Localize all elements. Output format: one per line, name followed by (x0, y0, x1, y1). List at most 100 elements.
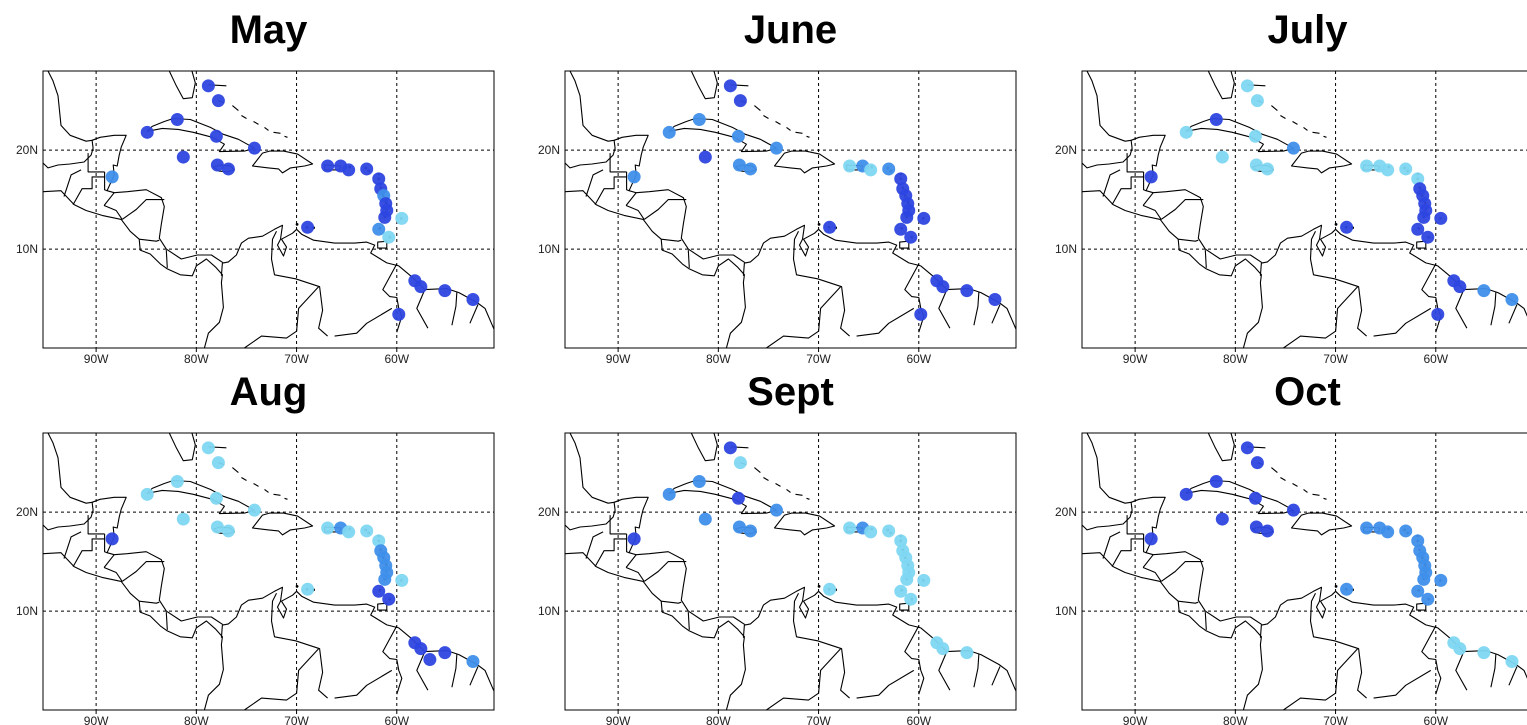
station-marker (723, 79, 737, 93)
station-marker (1340, 582, 1354, 596)
station-marker (743, 162, 757, 176)
station-marker (1248, 491, 1262, 505)
station-marker (627, 532, 641, 546)
lat-tick-label: 20N (1055, 505, 1077, 519)
station-marker (1248, 129, 1262, 143)
station-marker (627, 170, 641, 184)
station-marker (1505, 655, 1519, 669)
country-border (451, 653, 458, 688)
station-marker (914, 307, 928, 321)
station-marker (1421, 230, 1435, 244)
coast-florida (1207, 71, 1235, 100)
station-marker (1340, 220, 1354, 234)
lon-tick-label: 90W (606, 714, 631, 725)
island (1292, 121, 1298, 125)
station-marker (692, 112, 706, 126)
island (1292, 483, 1298, 487)
country-border (334, 669, 393, 699)
lon-tick-label: 90W (606, 352, 631, 366)
station-marker (414, 280, 428, 294)
country-border (991, 304, 1001, 324)
island (253, 121, 259, 125)
ocean-background (565, 71, 1016, 348)
lat-tick-label: 20N (1055, 143, 1077, 157)
coast-mainland (1082, 71, 1133, 169)
country-border (792, 593, 850, 699)
island (775, 483, 781, 487)
station-markers (627, 441, 974, 660)
country-border (1490, 653, 1497, 688)
station-marker (894, 172, 908, 186)
country-border (1259, 262, 1262, 276)
station-marker (988, 293, 1002, 307)
country-border (1178, 600, 1199, 604)
station-marker (1417, 210, 1431, 224)
station-marker (372, 534, 386, 548)
country-border (1143, 533, 1147, 554)
country-border (625, 192, 637, 206)
country-border (104, 171, 108, 192)
country-border (121, 199, 165, 220)
island (232, 105, 239, 112)
map-frame (42, 70, 495, 349)
panel-title-aug: Aug (230, 370, 308, 414)
coast-hispaniola (1290, 512, 1353, 536)
station-marker (176, 512, 190, 526)
island (264, 126, 269, 131)
country-border (270, 593, 328, 699)
station-marker (731, 129, 745, 143)
station-marker (1453, 642, 1467, 656)
ocean-background (565, 433, 1016, 710)
country-border (643, 199, 687, 220)
station-marker (211, 94, 225, 108)
lon-tick-label: 60W (1423, 714, 1448, 725)
island (1280, 115, 1286, 119)
country-border (1111, 176, 1144, 205)
country-border (63, 531, 82, 559)
station-marker (1505, 293, 1519, 307)
country-border (856, 307, 915, 337)
country-border (1373, 307, 1432, 337)
map-frame (1081, 432, 1527, 711)
station-marker (823, 582, 837, 596)
coast-florida (168, 433, 196, 462)
country-border (270, 231, 328, 337)
station-marker (1477, 646, 1491, 660)
station-marker (960, 284, 974, 298)
coast-mainland (43, 71, 94, 169)
station-marker (201, 79, 215, 93)
country-border (1126, 515, 1144, 535)
lon-tick-label: 70W (284, 352, 309, 366)
coast-mainland (565, 71, 616, 169)
panel-title-may: May (230, 8, 309, 52)
station-marker (1399, 162, 1413, 176)
country-border (661, 600, 682, 604)
island (1323, 135, 1327, 138)
country-border (451, 291, 458, 326)
country-border (382, 625, 403, 695)
coast-pacific (1082, 552, 1263, 710)
country-border (661, 238, 682, 242)
island (1280, 477, 1286, 481)
station-marker (423, 653, 437, 667)
station-marker (692, 474, 706, 488)
station-marker (1360, 159, 1374, 173)
station-marker (209, 491, 223, 505)
coast-gulfNorth (565, 409, 643, 421)
station-marker (882, 524, 896, 538)
island (754, 105, 761, 112)
country-border (220, 262, 223, 276)
station-marker (140, 487, 154, 501)
island (1303, 488, 1308, 493)
island (241, 477, 247, 481)
station-marker (900, 210, 914, 224)
island (284, 135, 288, 138)
station-marker (743, 524, 757, 538)
station-marker (733, 94, 747, 108)
country-border (991, 666, 1001, 686)
coast-florida (690, 433, 718, 462)
country-border (1126, 153, 1144, 173)
lon-tick-label: 70W (1323, 714, 1348, 725)
